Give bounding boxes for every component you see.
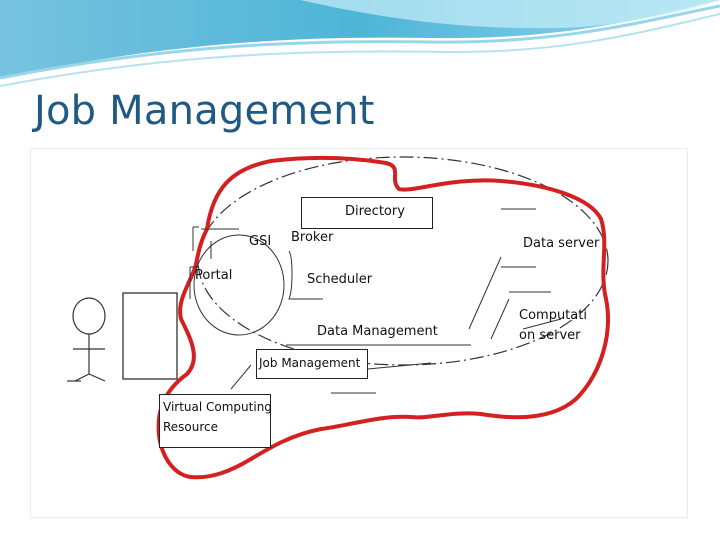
data-management-label: Data Management xyxy=(317,324,438,339)
directory-label: Directory xyxy=(345,204,405,219)
computation-server-label-2: on server xyxy=(519,328,581,343)
architecture-diagram: Directory GSI Broker Portal Scheduler Da… xyxy=(30,148,688,518)
data-server-label: Data server xyxy=(523,236,600,251)
virtual-computing-resource-box xyxy=(159,394,271,448)
job-management-label: Job Management xyxy=(259,356,361,370)
computation-server-label-1: Computati xyxy=(519,308,587,323)
broker-label: Broker xyxy=(291,230,334,245)
job-management-box xyxy=(256,349,368,379)
header-wave-band xyxy=(0,0,720,87)
diagram-sketch xyxy=(67,155,610,480)
red-boundary xyxy=(156,155,610,480)
computer-box xyxy=(122,292,178,380)
virtual-computing-label-2: Resource xyxy=(163,420,219,434)
scheduler-label: Scheduler xyxy=(307,272,373,287)
directory-box xyxy=(301,197,433,229)
virtual-computing-label-1: Virtual Computing xyxy=(163,400,272,414)
portal-oval xyxy=(193,234,285,336)
portal-label: Portal xyxy=(195,268,233,283)
gsi-label: GSI xyxy=(249,234,272,249)
user-stick-figure xyxy=(67,297,106,382)
slide-title: Job Management xyxy=(34,88,375,134)
